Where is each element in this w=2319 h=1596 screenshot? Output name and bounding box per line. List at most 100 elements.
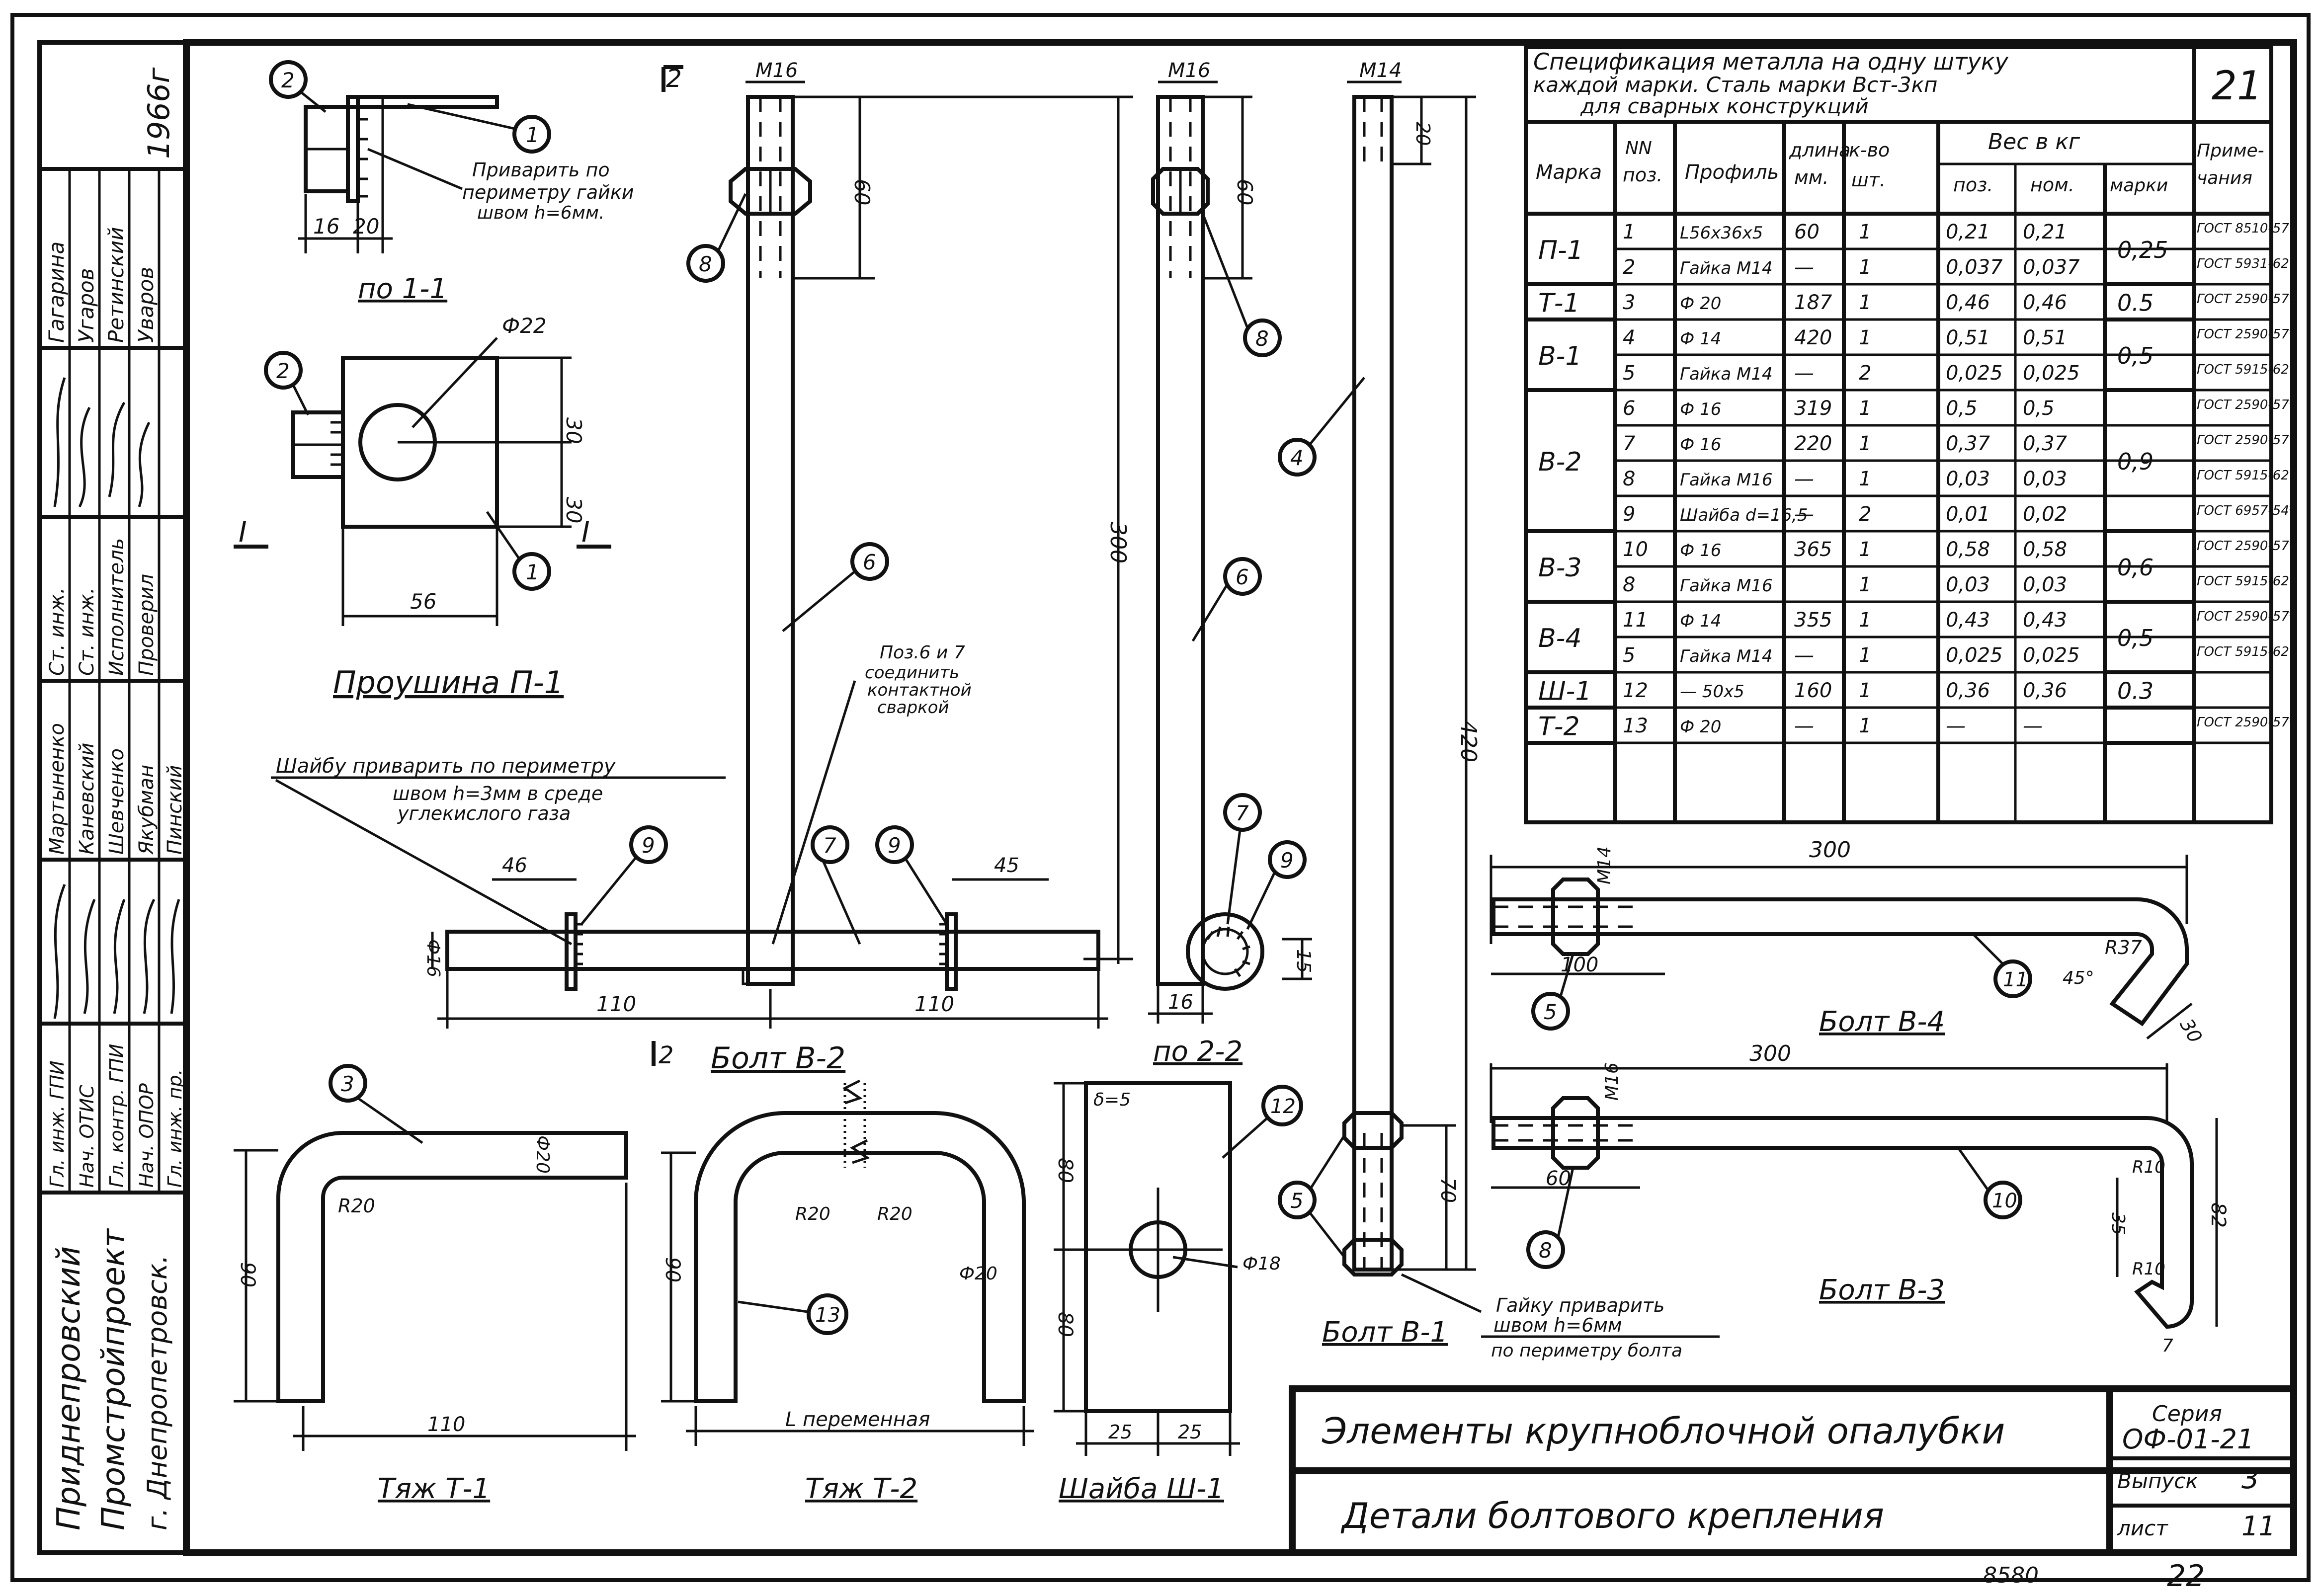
table-cell-profile: Гайка М14 [1680,646,1773,666]
b2-note: швом h=3мм в среде [393,783,603,804]
table-cell-profile: — 50x5 [1680,682,1744,702]
position-number: 6 [863,550,876,574]
table-cell-w-pos: 0,58 [1946,538,1990,561]
dim-label: М14 [1594,846,1615,884]
table-cell-note: ГОСТ 5931-62 [2197,256,2289,271]
spec-header: Приме- [2197,141,2264,161]
weld-note: соединить [865,663,959,683]
table-cell-w-nom: — [2023,715,2043,737]
dim-label: 90 [236,1262,259,1287]
drawing-title: Болт В-3 [1819,1274,1945,1306]
table-cell-pos: 7 [1623,432,1636,455]
table-cell-qty: 1 [1859,256,1871,279]
drawing-title: Тяж Т-1 [378,1473,490,1505]
spec-header: мм. [1794,166,1828,188]
table-cell-profile: Ф 14 [1680,611,1721,631]
position-number: 7 [823,833,836,858]
table-cell-w-nom: 0,03 [2023,468,2067,490]
table-cell-w-nom: 0,037 [2023,256,2080,279]
stamp-role: Ст. инж. [76,587,98,676]
table-cell-pos: 2 [1623,256,1635,279]
dim-label: 300 [1105,522,1131,563]
b1-note: Гайку приварить [1496,1294,1664,1316]
stamp-name: Пинский [164,765,186,855]
table-cell-note: ГОСТ 2590-57* [2197,327,2296,342]
stamp-org: Приднепровский [51,1246,87,1530]
page-number: 22 [2167,1559,2205,1594]
stamp-role: Гл. инж. ГПИ [46,1060,68,1188]
position-number: 11 [2003,968,2028,991]
b2-note: углекислого газа [397,802,571,824]
position-number: 4 [1290,446,1304,470]
section-view-title: по 2-2 [1153,1036,1242,1068]
table-cell-w-pos: 0,51 [1946,326,1990,349]
position-number: 8 [1539,1238,1552,1263]
table-cell-w-nom: 0,5 [2023,397,2055,420]
bolt-v2-drawing: 2 М16 60 300 8 6 110 1 [271,59,1315,1076]
table-cell-pos: 1 [1623,221,1635,243]
mark-weight: 0,25 [2117,237,2168,263]
table-cell-pos: 11 [1623,609,1648,632]
table-cell-note: ГОСТ 2590-57* [2197,609,2296,624]
specification-table: Спецификация металла на одну штуку каждо… [1524,45,2296,824]
table-cell-note: ГОСТ 2590-57* [2197,433,2296,448]
issue-label: Выпуск [2117,1469,2198,1493]
dim-label: 56 [410,589,436,614]
table-cell-qty: 1 [1859,538,1871,561]
table-cell-w-pos: 0,025 [1946,644,2003,667]
table-cell-qty: 1 [1859,715,1871,737]
position-number: 7 [1236,801,1249,825]
stamp-name: Якубман [135,765,158,855]
dim-label: 20 [353,214,379,239]
drawing-title: Болт В-2 [711,1041,845,1076]
table-cell-w-pos: 0,5 [1946,397,1978,420]
table-cell-length: 187 [1794,291,1832,314]
table-cell-qty: 1 [1859,468,1871,490]
variable-length-label: L переменная [785,1408,930,1431]
weld-note: контактной [867,680,972,700]
table-cell-w-pos: 0,025 [1946,362,2003,385]
table-cell-qty: 2 [1859,362,1871,385]
table-cell-length: 160 [1794,679,1832,702]
b1-note: по периметру болта [1491,1341,1682,1361]
table-cell-profile: Гайка М14 [1680,258,1773,278]
drawing-title: Болт В-1 [1322,1316,1448,1349]
stamp-role: Ст. инж. [46,587,69,676]
dim-label: Ф18 [1242,1254,1281,1274]
spec-header: шт. [1851,169,1886,191]
archive-number: 8580 [1983,1563,2039,1588]
position-number: 10 [1992,1190,2017,1212]
dim-label: Ф20 [959,1264,997,1284]
table-cell-w-nom: 0,37 [2023,432,2068,455]
drawing-title: Тяж Т-2 [805,1473,917,1505]
mark-weight: 0.3 [2117,678,2153,705]
stamp-frame [37,40,189,1555]
table-cell-length: — [1794,468,1814,490]
dim-label: R20 [338,1195,375,1217]
dim-label: 16 [1168,991,1193,1014]
table-cell-profile: Ф 14 [1680,329,1721,349]
table-cell-w-pos: 0,43 [1946,609,1990,632]
stamp-name: Шевченко [105,748,128,855]
dim-label: 30 [562,417,586,444]
table-cell-w-pos: 0,037 [1946,256,2003,279]
bolt-v1-drawing: М14 20 420 70 4 5 Гайку приварить швом h… [1278,59,1720,1361]
table-cell-qty: 1 [1859,573,1871,596]
position-number: 9 [888,833,901,858]
table-cell-length: 60 [1794,221,1820,243]
spec-header: чания [2197,168,2252,188]
issue-value: 3 [2241,1463,2259,1495]
p1-note: швом h=6мм. [477,203,604,223]
mark-code: Т-1 [1538,289,1580,319]
spec-header: Марка [1536,161,1602,184]
dim-label: 60 [1233,179,1257,205]
mark-code: В-4 [1538,624,1582,653]
